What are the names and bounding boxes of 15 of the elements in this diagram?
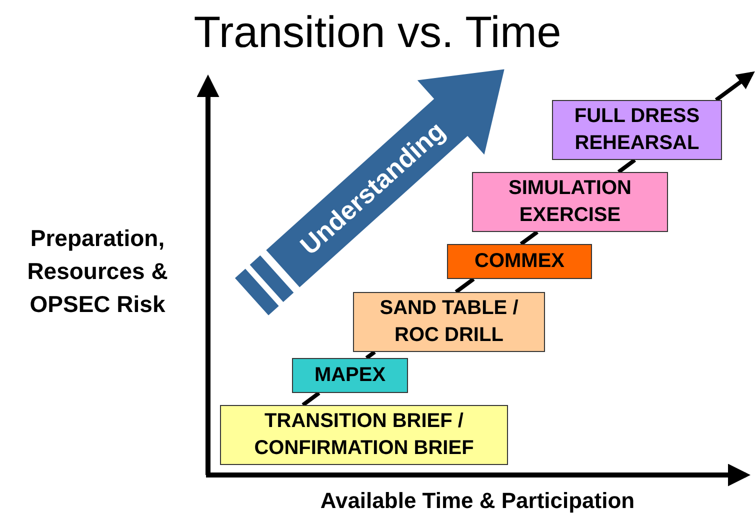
connector-line — [714, 71, 755, 102]
process-box: SIMULATION EXERCISE — [472, 172, 668, 232]
process-box: COMMEX — [447, 244, 592, 279]
connector-line — [454, 277, 475, 294]
connector-line — [365, 350, 376, 360]
title: Transition vs. Time — [192, 7, 562, 59]
y-axis-label: Preparation, Resources & OPSEC Risk — [26, 224, 169, 319]
process-box: MAPEX — [292, 358, 408, 393]
process-box: SAND TABLE / ROC DRILL — [353, 292, 545, 352]
connector-line — [302, 391, 320, 407]
connector-line — [520, 230, 538, 246]
connector-line — [617, 158, 636, 174]
process-box: FULL DRESS REHEARSAL — [552, 100, 722, 160]
process-box: TRANSITION BRIEF / CONFIRMATION BRIEF — [220, 405, 508, 465]
x-axis-label: Available Time & Participation — [319, 487, 636, 515]
